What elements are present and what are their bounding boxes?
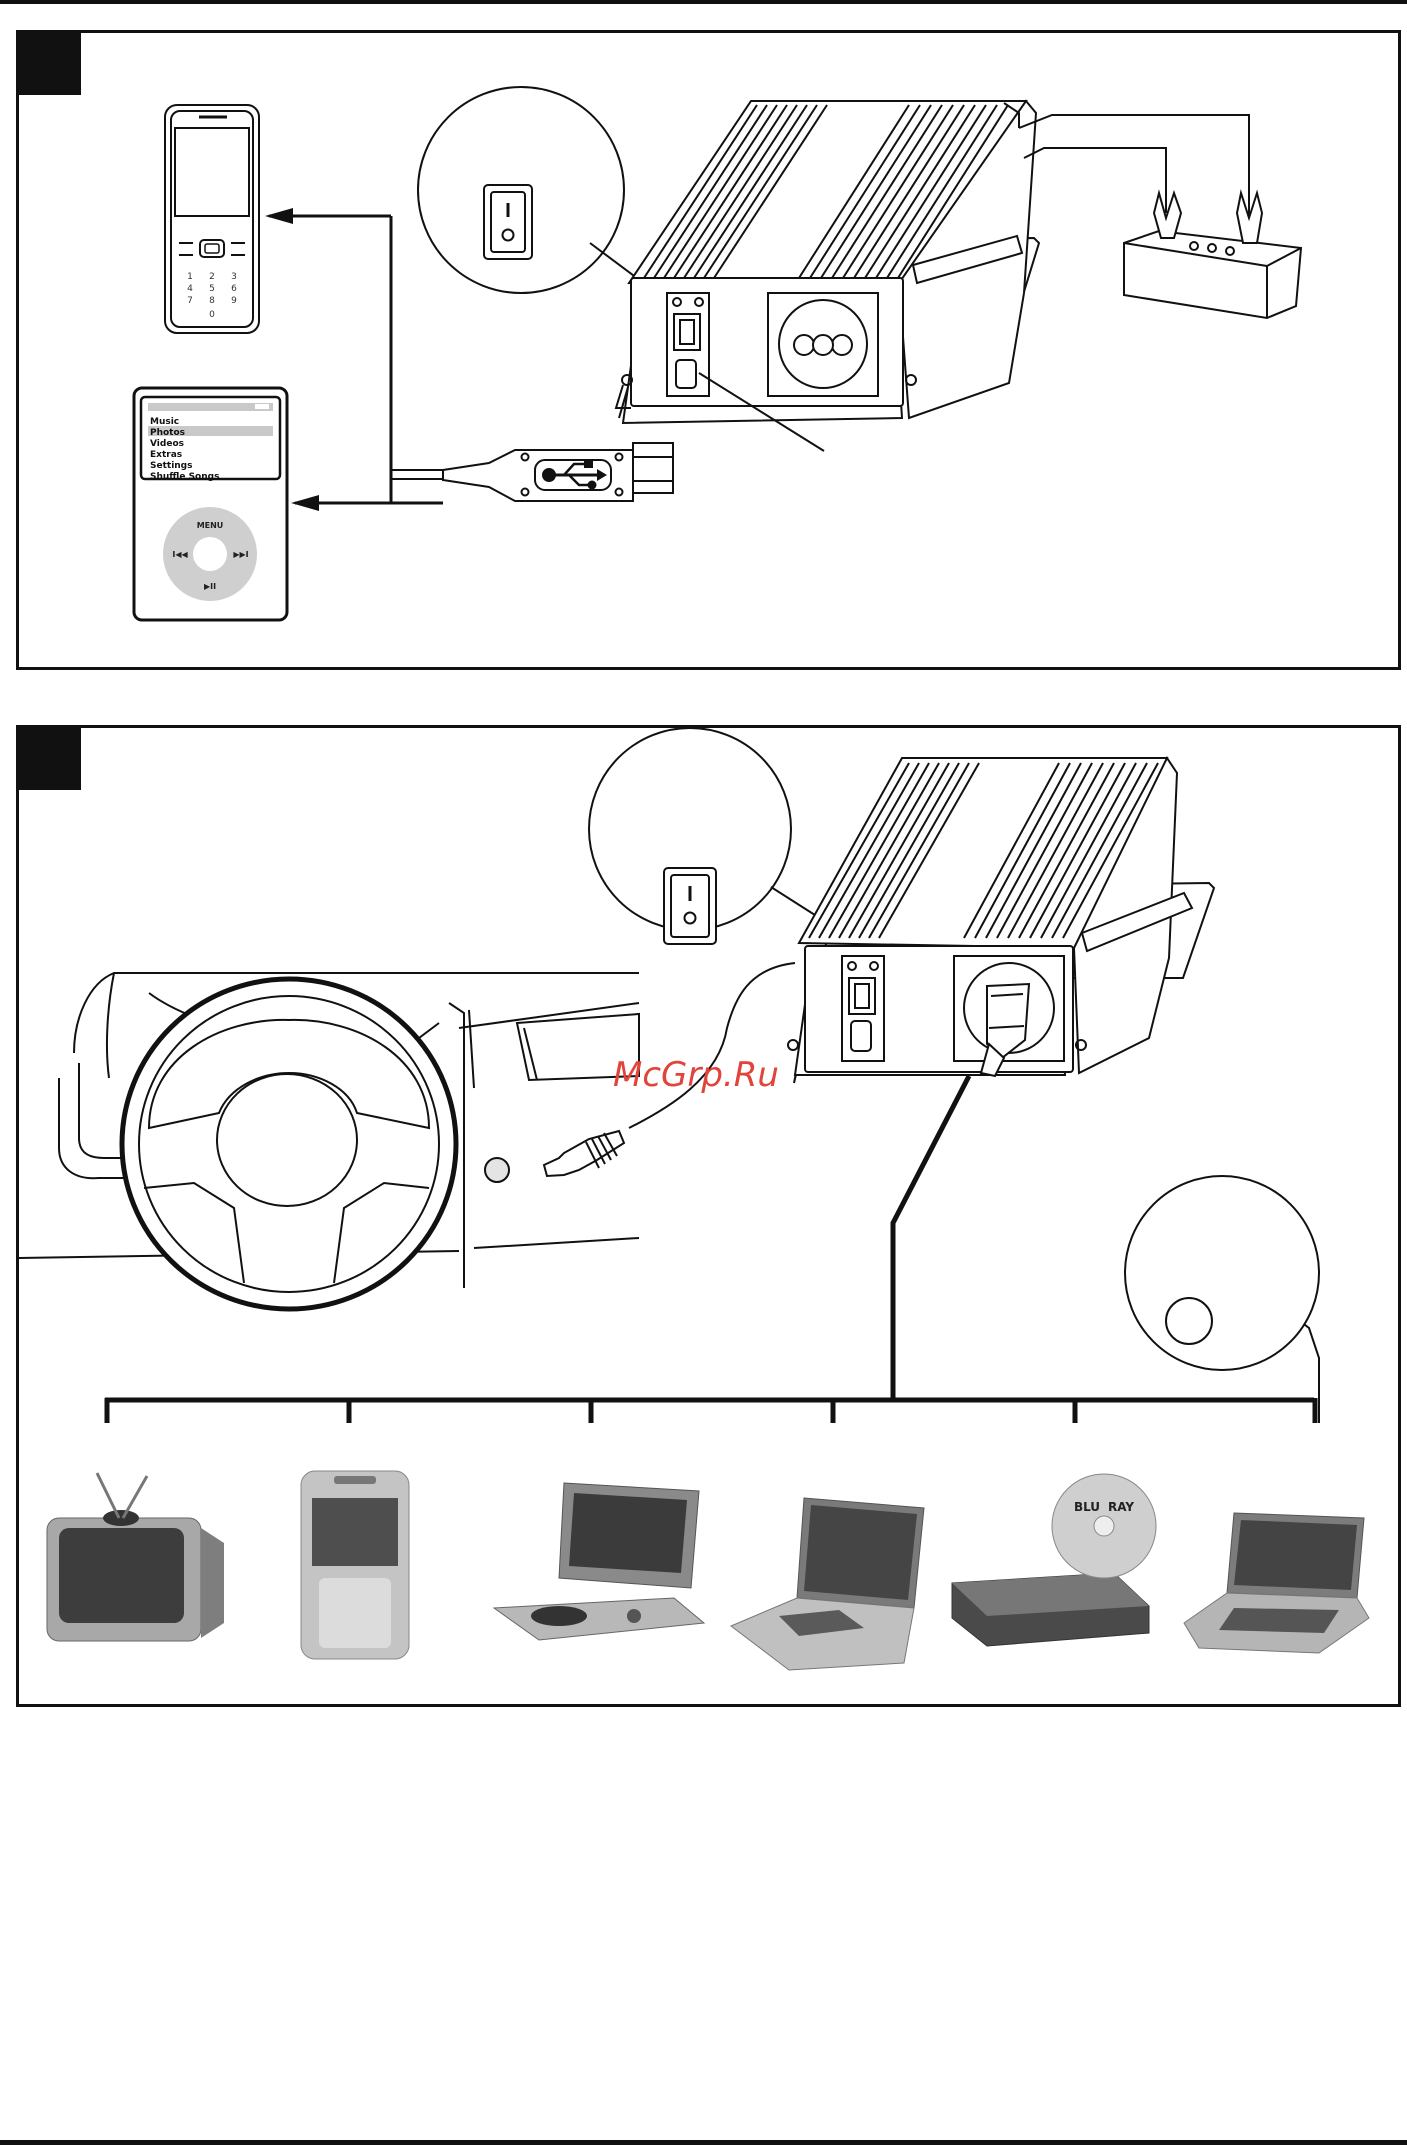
bluray-word-2: RAY xyxy=(1108,1500,1134,1514)
panel-car-ac-output: BLU RAY McGrp.Ru xyxy=(16,725,1401,1707)
power-switch-zoom-2 xyxy=(589,728,851,944)
tv-icon xyxy=(47,1473,224,1641)
bottom-rule xyxy=(0,2140,1407,2145)
phone-key-6: 6 xyxy=(231,284,237,294)
panel-2-drawing: BLU RAY McGrp.Ru xyxy=(19,728,1404,1710)
watermark-text: McGrp.Ru xyxy=(613,1055,779,1095)
bluray-word-1: BLU xyxy=(1074,1500,1100,1514)
portable-dvd-player-icon xyxy=(494,1483,704,1640)
laptop-icon xyxy=(731,1498,924,1670)
steering-wheel-icon xyxy=(122,979,456,1309)
phone-key-9: 9 xyxy=(231,296,237,306)
usb-plug-icon xyxy=(443,443,673,501)
ipod-menu-item-5: Shuffle Songs xyxy=(150,472,219,482)
bluray-player-icon: BLU RAY xyxy=(952,1474,1156,1646)
outlet-detail-zoom xyxy=(1125,1176,1319,1370)
ipod-menu-item-1: Photos xyxy=(150,428,185,438)
top-rule xyxy=(0,0,1407,4)
phone-key-7: 7 xyxy=(187,296,193,306)
ipod-menu-item-4: Settings xyxy=(150,461,192,471)
phone-key-5: 5 xyxy=(209,284,215,294)
inverter-device-icon xyxy=(616,101,1039,451)
usb-connection-arrows xyxy=(265,208,443,511)
panel-1-drawing: 1 2 3 4 5 6 7 8 9 0 Music Photos Videos Extras Se… xyxy=(19,33,1404,673)
ipod-menu-item-2: Videos xyxy=(150,439,184,449)
ipod-wheel-next: ▶▶I xyxy=(233,550,248,559)
netbook-icon xyxy=(1184,1513,1369,1653)
ipod-wheel-menu: MENU xyxy=(197,521,224,530)
phone-key-2: 2 xyxy=(209,272,215,282)
panel-usb-charging: 1 2 3 4 5 6 7 8 9 0 Music Photos Videos Extras Se… xyxy=(16,30,1401,670)
phone-key-0: 0 xyxy=(209,310,215,320)
car-battery-icon xyxy=(1019,115,1301,318)
ipod-wheel-play: ▶II xyxy=(204,582,216,591)
phone-key-3: 3 xyxy=(231,272,237,282)
smartphone-icon xyxy=(301,1471,409,1659)
ipod-wheel-prev: I◀◀ xyxy=(172,550,188,559)
inverter-device-icon-2 xyxy=(788,758,1214,1083)
phone-key-8: 8 xyxy=(209,296,215,306)
ipod-menu-item-3: Extras xyxy=(150,450,182,460)
ipod-menu-item-0: Music xyxy=(150,417,179,427)
phone-key-4: 4 xyxy=(187,284,193,294)
phone-key-1: 1 xyxy=(187,272,193,282)
